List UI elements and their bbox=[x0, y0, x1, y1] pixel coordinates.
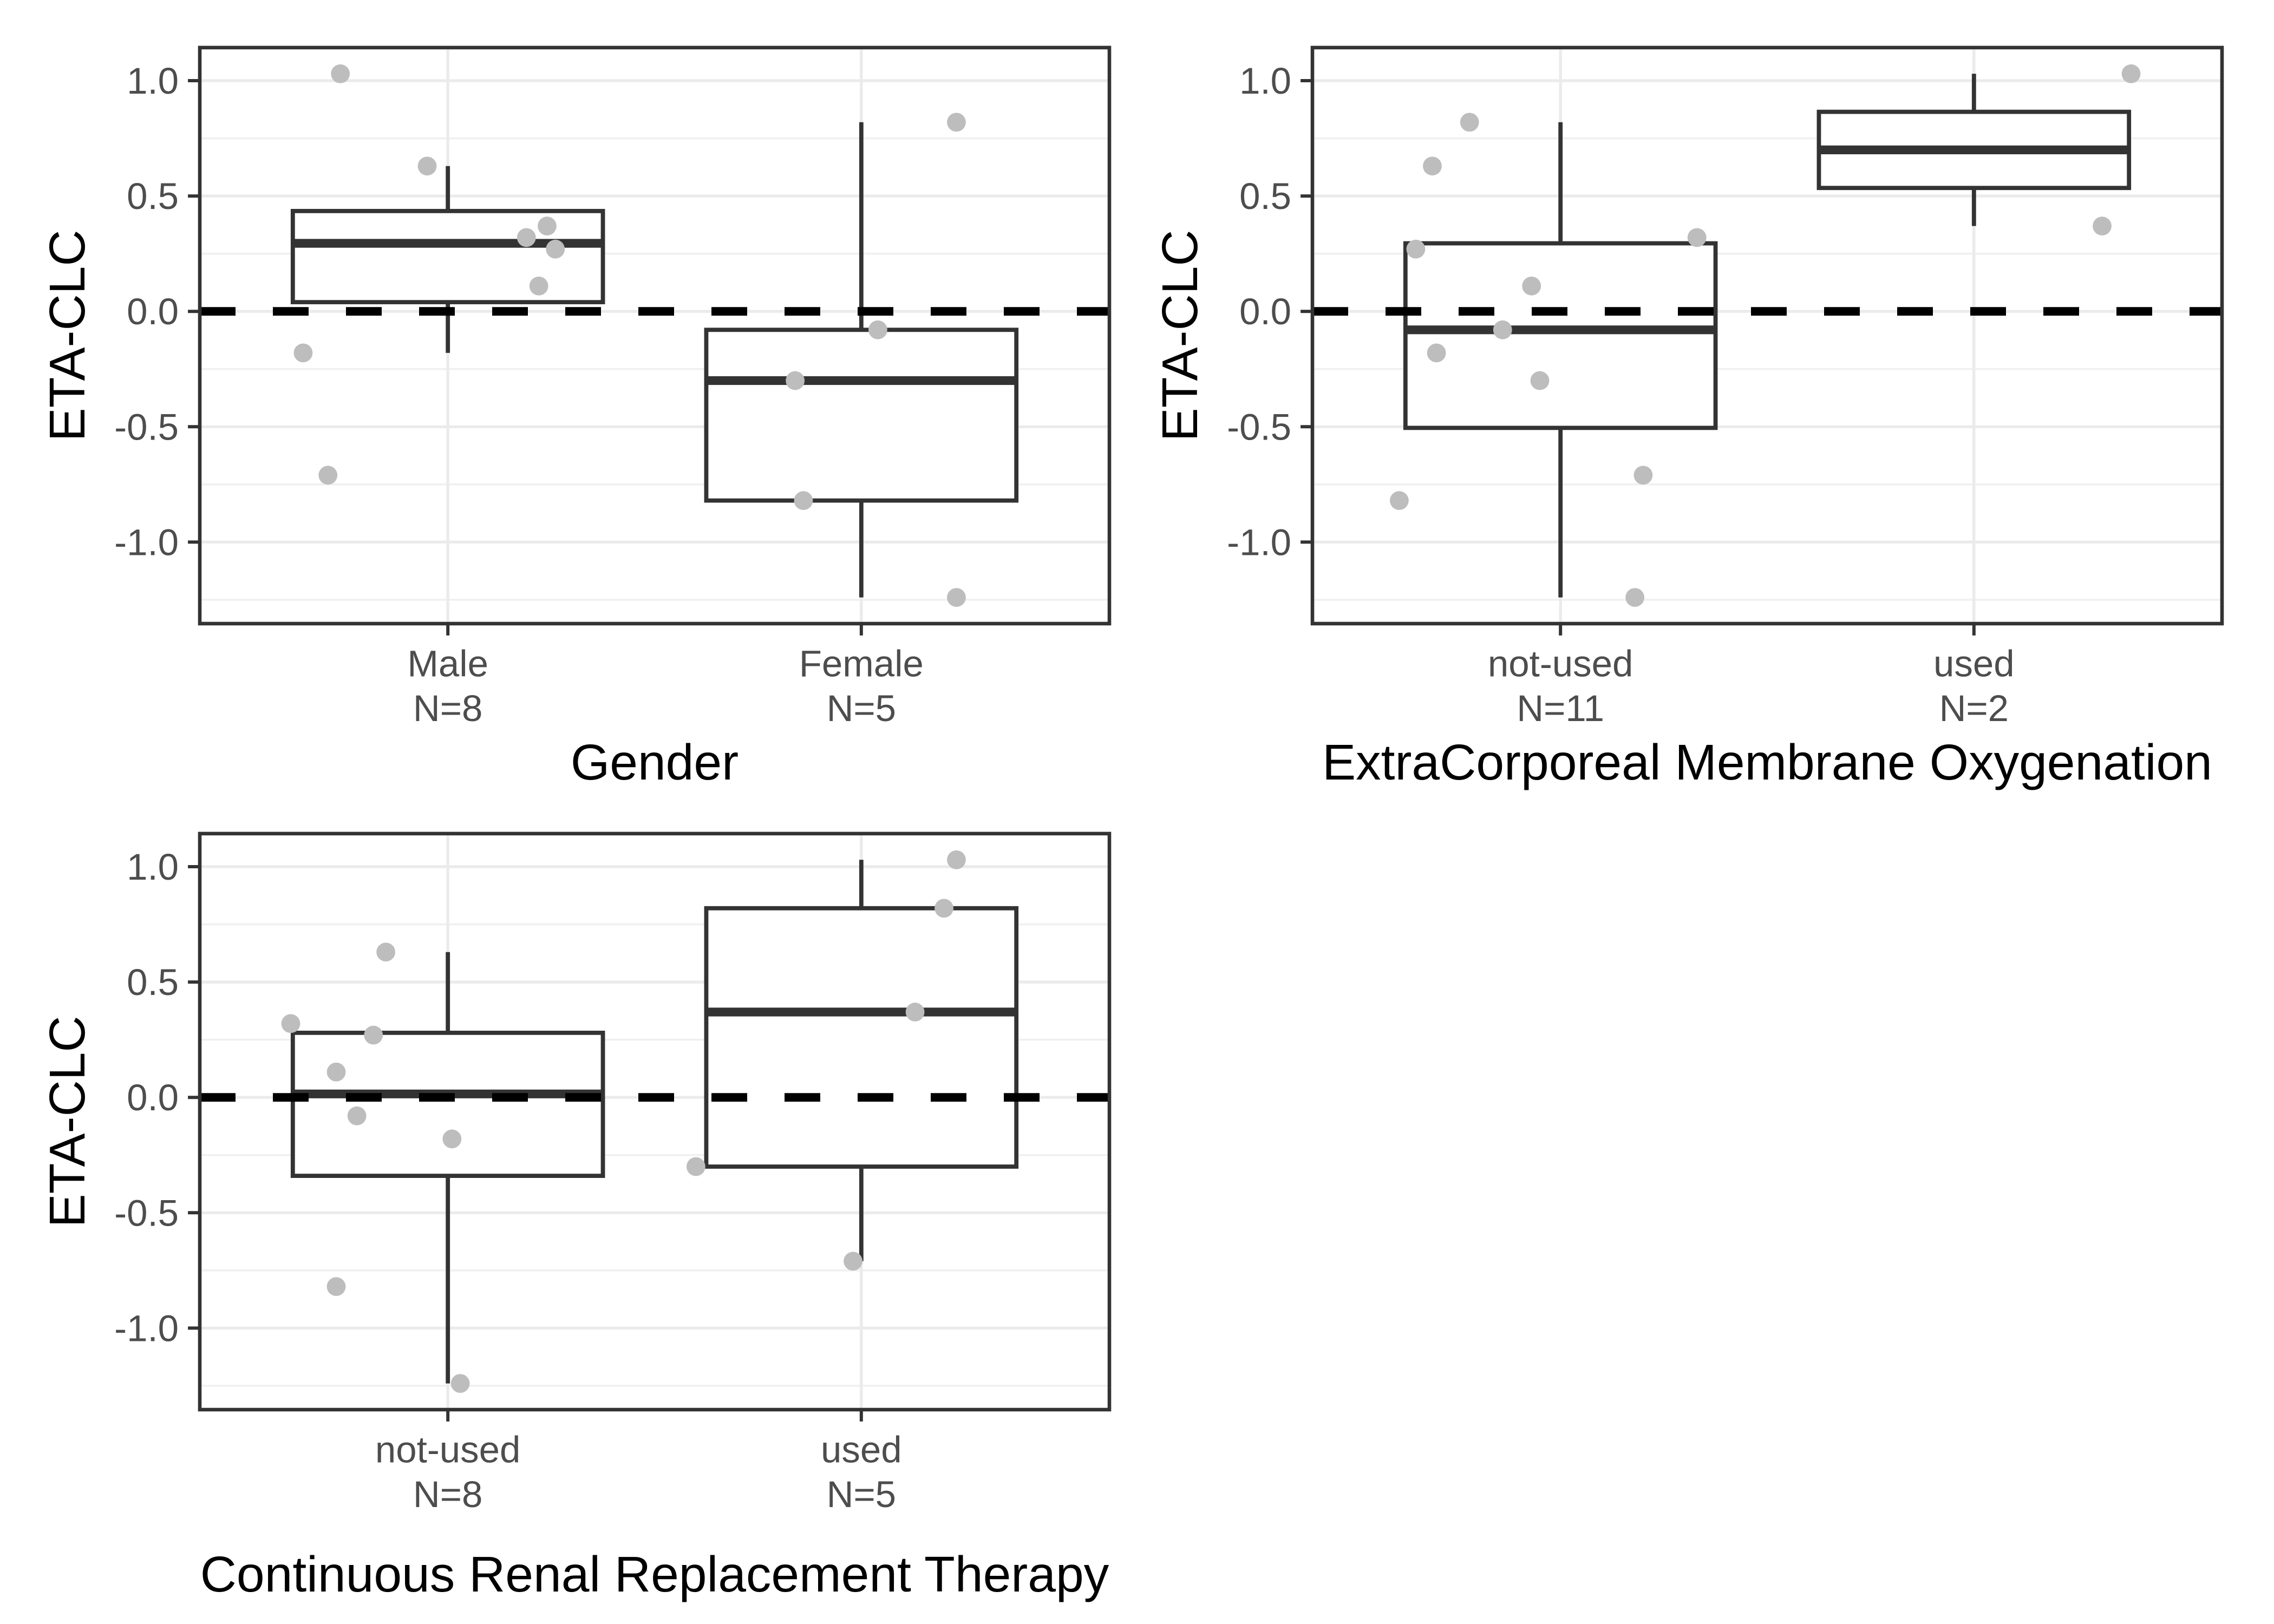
y-tick-label: -1.0 bbox=[1227, 521, 1291, 563]
jitter-point bbox=[1427, 343, 1446, 363]
category-n-label: N=8 bbox=[413, 687, 483, 729]
jitter-point bbox=[947, 588, 966, 607]
panel-border bbox=[1310, 45, 2224, 626]
jitter-point bbox=[546, 239, 565, 259]
panel-border bbox=[198, 45, 1112, 626]
category-n-label: N=8 bbox=[413, 1474, 483, 1515]
box-iqr bbox=[290, 1030, 605, 1178]
jitter-point bbox=[347, 1106, 367, 1125]
category-label: used bbox=[1933, 643, 2015, 685]
y-tick-label: 0.0 bbox=[127, 291, 179, 332]
jitter-point bbox=[1530, 371, 1550, 390]
box-iqr bbox=[704, 328, 1019, 503]
y-tick-label: 1.0 bbox=[127, 60, 179, 102]
jitter-point bbox=[376, 942, 396, 962]
empty-cell bbox=[1137, 812, 2274, 1624]
jitter-point bbox=[442, 1129, 462, 1149]
jitter-point bbox=[1625, 588, 1645, 607]
y-tick-label: -0.5 bbox=[114, 406, 179, 448]
jitter-point bbox=[935, 899, 953, 918]
jitter-point bbox=[794, 491, 813, 510]
category-n-label: N=2 bbox=[1939, 687, 2009, 729]
y-axis-title: ETA-CLC bbox=[39, 230, 95, 441]
jitter-point bbox=[1687, 228, 1707, 247]
jitter-point bbox=[331, 64, 350, 83]
jitter-point bbox=[1493, 320, 1512, 339]
jitter-point bbox=[2121, 64, 2141, 83]
box-iqr bbox=[1403, 241, 1718, 430]
jitter-point bbox=[318, 466, 338, 485]
jitter-point bbox=[947, 113, 966, 132]
jitter-point bbox=[844, 1252, 862, 1271]
y-axis-title: ETA-CLC bbox=[39, 1016, 95, 1227]
jitter-point bbox=[517, 228, 536, 247]
panel-border bbox=[198, 831, 1112, 1412]
category-label: Male bbox=[407, 643, 488, 685]
y-tick-label: 0.0 bbox=[127, 1077, 179, 1118]
jitter-point bbox=[326, 1277, 346, 1296]
y-tick-label: -1.0 bbox=[114, 1307, 179, 1349]
box-iqr bbox=[704, 906, 1019, 1169]
y-tick-label: 1.0 bbox=[1239, 60, 1291, 102]
x-axis-title: Gender bbox=[571, 734, 739, 790]
jitter-point bbox=[293, 343, 313, 363]
jitter-point bbox=[450, 1374, 470, 1393]
jitter-point bbox=[529, 276, 548, 296]
category-label: Female bbox=[799, 643, 924, 685]
jitter-point bbox=[1522, 276, 1541, 296]
y-tick-label: 0.5 bbox=[127, 961, 179, 1003]
x-axis-title: Continuous Renal Replacement Therapy bbox=[200, 1546, 1109, 1602]
jitter-point bbox=[947, 850, 966, 869]
y-tick-label: 1.0 bbox=[127, 846, 179, 888]
jitter-point bbox=[1633, 466, 1653, 485]
y-tick-label: -0.5 bbox=[114, 1192, 179, 1234]
category-label: used bbox=[821, 1429, 902, 1471]
jitter-point bbox=[686, 1157, 705, 1176]
y-tick-label: 0.5 bbox=[1239, 175, 1291, 217]
x-axis-title: ExtraCorporeal Membrane Oxygenation bbox=[1322, 734, 2212, 790]
jitter-point bbox=[538, 217, 557, 235]
jitter-point bbox=[281, 1014, 300, 1033]
jitter-point bbox=[905, 1003, 925, 1021]
y-tick-label: 0.0 bbox=[1239, 291, 1291, 332]
jitter-point bbox=[868, 320, 887, 339]
category-n-label: N=11 bbox=[1517, 687, 1604, 729]
y-tick-label: -1.0 bbox=[114, 521, 179, 563]
category-n-label: N=5 bbox=[827, 1474, 897, 1515]
y-axis-title: ETA-CLC bbox=[1152, 230, 1208, 441]
jitter-point bbox=[1389, 491, 1409, 510]
y-tick-label: 0.5 bbox=[127, 175, 179, 217]
jitter-point bbox=[1423, 156, 1442, 176]
jitter-point bbox=[326, 1062, 346, 1082]
jitter-point bbox=[417, 156, 437, 176]
category-label: not-used bbox=[1488, 643, 1633, 685]
jitter-point bbox=[786, 371, 805, 390]
jitter-point bbox=[1460, 113, 1479, 132]
category-label: not-used bbox=[375, 1429, 521, 1471]
y-tick-label: -0.5 bbox=[1227, 406, 1291, 448]
jitter-point bbox=[2093, 217, 2112, 235]
jitter-point bbox=[1406, 239, 1426, 259]
jitter-point bbox=[364, 1025, 383, 1045]
category-n-label: N=5 bbox=[827, 687, 897, 729]
